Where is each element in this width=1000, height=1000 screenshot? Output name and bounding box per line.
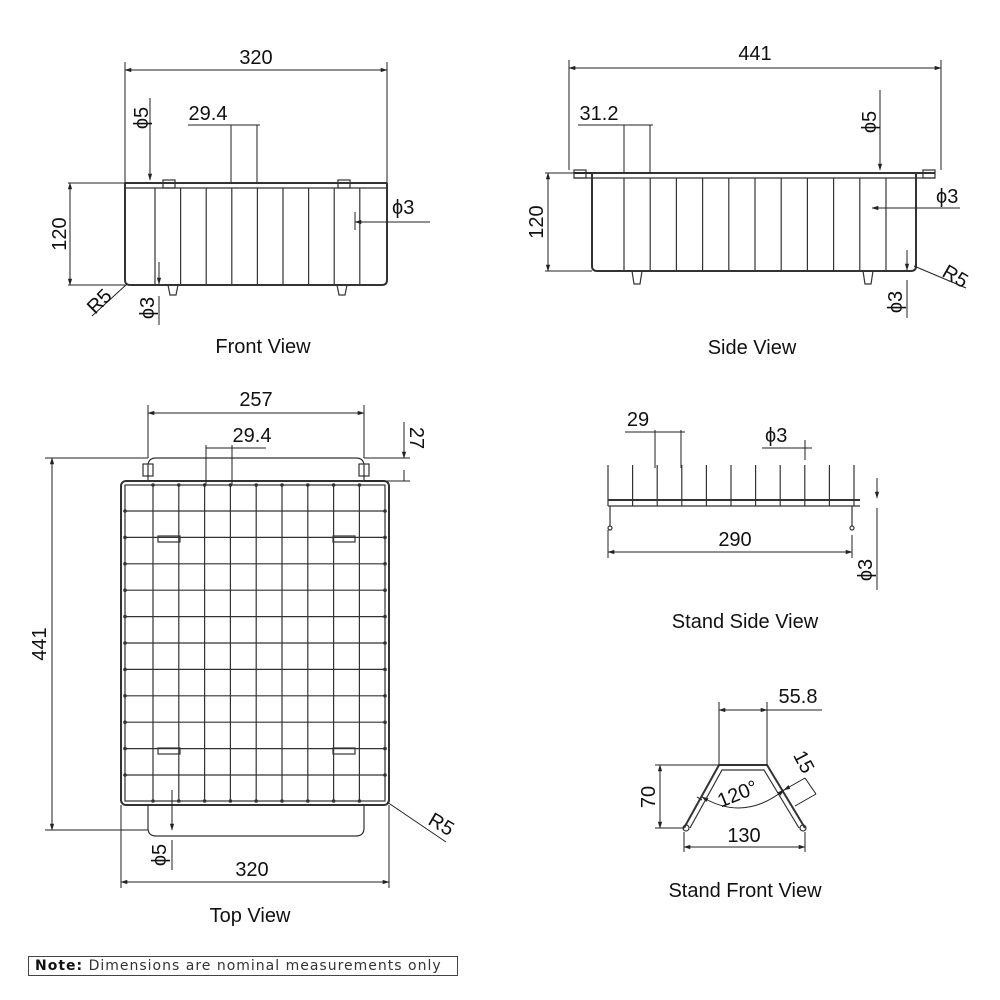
wire-joint — [383, 509, 387, 513]
wire-joint — [228, 799, 233, 803]
note-box: Note: Dimensions are nominal measurement… — [28, 956, 458, 976]
wire-joint — [383, 641, 387, 645]
side-view: 441 31.2 ϕ5 ϕ3 120 R5 ϕ3 Side View — [526, 43, 972, 359]
wire-joint — [123, 667, 127, 672]
front-wire-bottom-dim: ϕ3 — [137, 297, 159, 319]
side-radius-dim: R5 — [938, 261, 971, 293]
stand-front-height-dim: 70 — [638, 786, 660, 808]
stand-side-wire-bottom-dim: ϕ3 — [855, 559, 877, 581]
wire-joint — [357, 799, 362, 803]
wire-joint — [383, 535, 387, 540]
front-height-dim: 120 — [49, 217, 71, 250]
wire-joint — [202, 799, 207, 803]
wire-joint — [123, 562, 127, 566]
wire-joint — [280, 799, 284, 803]
side-wire-bottom-dim: ϕ3 — [885, 291, 907, 313]
wire-joint — [383, 667, 387, 672]
front-view: 320 29.4 ϕ5 120 ϕ3 R5 ϕ3 Front View — [49, 47, 430, 358]
wire-joint — [228, 483, 233, 487]
wire-joint — [383, 562, 387, 566]
wire-joint — [383, 588, 387, 592]
wire-joint — [306, 799, 310, 803]
top-width-dim: 320 — [235, 859, 268, 881]
wire-joint — [177, 483, 181, 487]
front-width-dim: 320 — [239, 47, 272, 69]
front-view-basket — [124, 179, 388, 296]
wire-joint — [331, 799, 336, 803]
note-label: Note: — [35, 958, 84, 974]
side-height-dim: 120 — [526, 205, 548, 238]
stand-front-base-width-dim: 130 — [727, 825, 760, 847]
stand-side-view: 29 ϕ3 290 ϕ3 Stand Side View — [607, 409, 880, 633]
wire-joint — [123, 746, 127, 751]
note-text: Dimensions are nominal measurements only — [88, 958, 442, 974]
wire-joint — [357, 483, 362, 487]
wire-joint — [151, 799, 155, 803]
stand-side-dimensions: 29 ϕ3 290 ϕ3 — [607, 409, 880, 590]
stand-front-top-width-dim: 55.8 — [779, 686, 818, 708]
top-view-basket — [120, 457, 390, 837]
wire-joint — [123, 588, 127, 592]
stand-side-pitch-dim: 29 — [627, 409, 649, 431]
wire-joint — [123, 720, 127, 724]
top-handle-span-dim: 257 — [239, 389, 272, 411]
top-pitch-dim: 29.4 — [233, 425, 272, 447]
wire-joint — [123, 641, 127, 645]
wire-joint — [306, 483, 310, 487]
top-view: 257 29.4 27 441 320 ϕ5 R5 Top View — [29, 389, 458, 927]
top-wire-dim: ϕ5 — [149, 844, 171, 866]
wire-joint — [280, 483, 284, 487]
wire-joint — [151, 483, 155, 487]
wire-joint — [254, 483, 258, 487]
stand-side-view-title: Stand Side View — [672, 611, 819, 633]
side-pitch-dim: 31.2 — [580, 103, 619, 125]
side-wire-top-dim: ϕ5 — [859, 111, 881, 133]
wire-joint — [123, 614, 127, 619]
top-view-title: Top View — [210, 905, 291, 927]
top-handle-depth-dim: 27 — [405, 427, 427, 449]
stand-front-leg-dim: 15 — [788, 747, 818, 777]
wire-joint — [383, 746, 387, 751]
front-pitch-dim: 29.4 — [189, 103, 228, 125]
wire-joint — [383, 614, 387, 619]
front-wire-side-dim: ϕ3 — [392, 197, 414, 219]
stand-front-angle-dim: 120° — [714, 776, 761, 812]
wire-joint — [177, 799, 181, 803]
wire-joint — [331, 483, 336, 487]
wire-joint — [254, 799, 258, 803]
stand-side-rack — [607, 465, 860, 531]
wire-joint — [123, 694, 127, 698]
wire-joint — [123, 535, 127, 540]
wire-joint — [123, 509, 127, 513]
front-wire-top-dim: ϕ5 — [131, 107, 153, 129]
top-radius-dim: R5 — [424, 809, 457, 841]
wire-joint — [123, 773, 127, 777]
front-view-title: Front View — [215, 336, 311, 358]
side-view-basket — [573, 169, 936, 285]
wire-joint — [383, 773, 387, 777]
stand-side-length-dim: 290 — [718, 529, 751, 551]
side-wire-side-dim: ϕ3 — [936, 186, 958, 208]
wire-joint — [383, 694, 387, 698]
front-radius-dim: R5 — [83, 285, 117, 319]
top-view-dimensions: 257 29.4 27 441 320 ϕ5 R5 — [29, 389, 458, 888]
top-length-dim: 441 — [29, 627, 51, 660]
stand-front-view-title: Stand Front View — [668, 880, 822, 902]
stand-side-wire-top-dim: ϕ3 — [765, 425, 787, 447]
side-length-dim: 441 — [738, 43, 771, 65]
side-view-title: Side View — [708, 337, 797, 359]
stand-front-dimensions: 55.8 70 120° 15 130 — [638, 686, 822, 852]
stand-front-view: 55.8 70 120° 15 130 Stand Front View — [638, 686, 822, 902]
front-view-dimensions: 320 29.4 ϕ5 120 ϕ3 R5 ϕ3 — [49, 47, 430, 325]
wire-joint — [383, 720, 387, 724]
